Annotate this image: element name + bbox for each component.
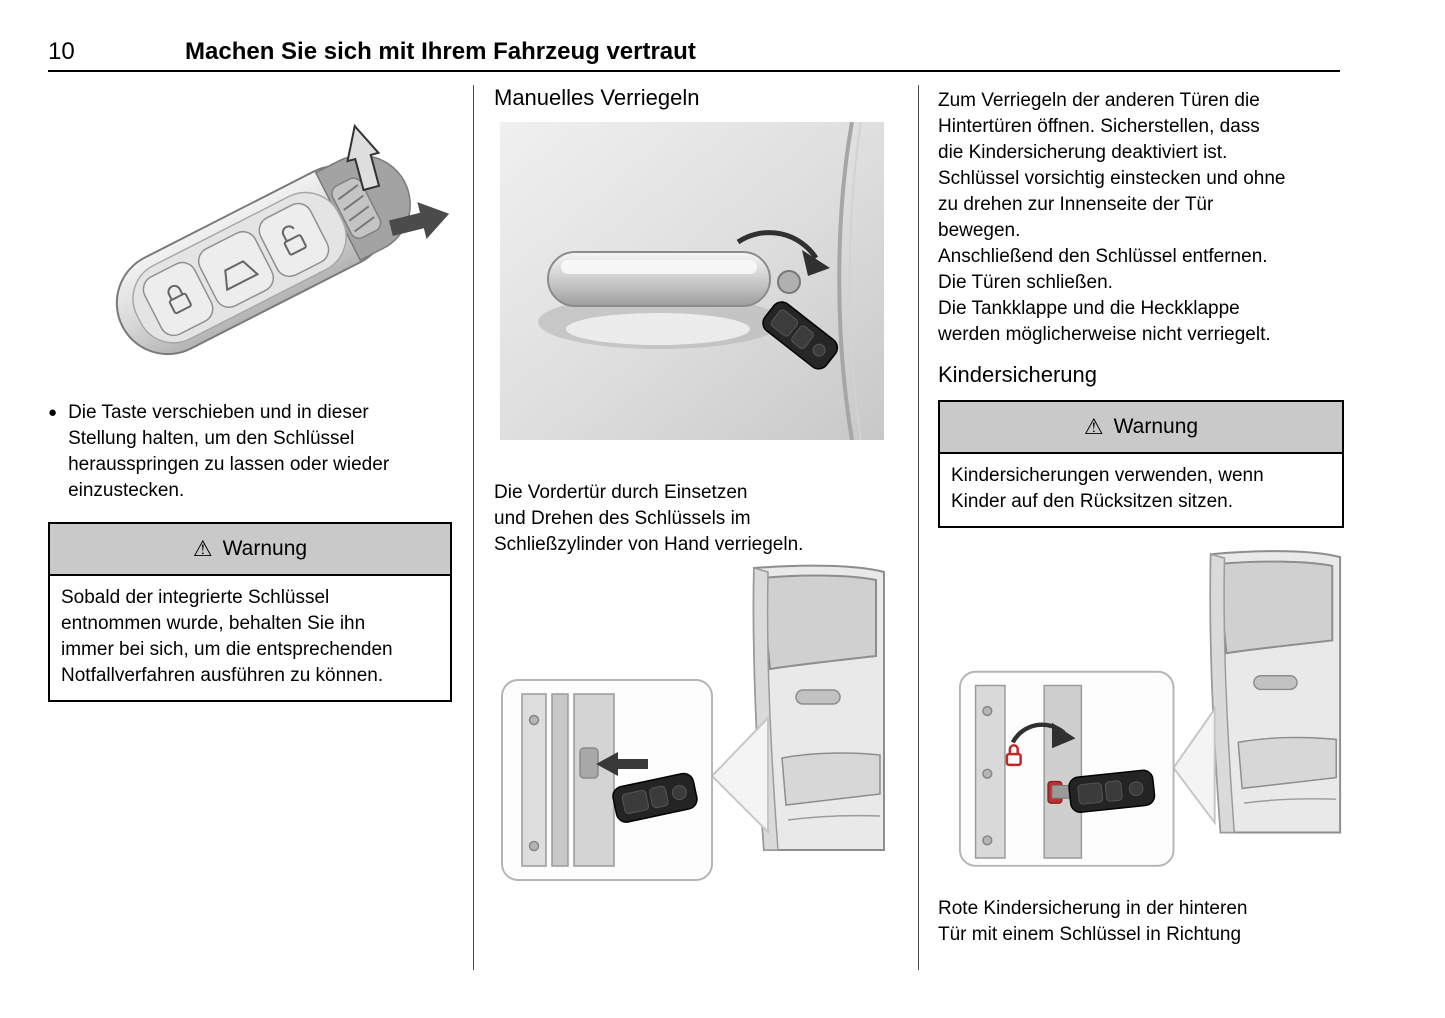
door-shut-line-2 xyxy=(848,122,862,440)
warning-header: ⚠ Warnung xyxy=(50,524,450,576)
key-fob-figure xyxy=(48,85,452,385)
rear-door-drawing xyxy=(1209,550,1342,834)
paragraph-locking-other-doors: Zum Verriegeln der anderen Türen die Hin… xyxy=(938,90,1286,345)
rear-door-edge-illustration xyxy=(501,564,885,881)
armrest xyxy=(1237,736,1337,790)
page-title: Machen Sie sich mit Ihrem Fahrzeug vertr… xyxy=(185,38,696,65)
warning-icon: ⚠ xyxy=(1083,414,1104,439)
bullet-item: ● Die Taste verschieben und in dieser St… xyxy=(48,400,452,504)
armrest xyxy=(781,752,881,806)
lock-slot xyxy=(579,747,599,779)
key-fob xyxy=(612,772,698,823)
unlock-icon xyxy=(281,225,307,256)
warning-icon: ⚠ xyxy=(192,536,213,561)
warning-box-key: ⚠ Warnung Sobald der integrierte Schlüss… xyxy=(48,522,452,702)
door-edge-detail xyxy=(521,693,615,867)
door-handle-highlight xyxy=(561,260,757,274)
right-arrow-icon xyxy=(388,202,450,239)
warning-text: Sobald der integrierte Schlüssel entnomm… xyxy=(61,587,393,686)
column-divider-right xyxy=(918,85,919,970)
caption-child-lock: Rote Kindersicherung in der hinteren Tür… xyxy=(938,898,1248,945)
warning-text: Kindersicherungen verwenden, wenn Kinder… xyxy=(951,465,1264,512)
turn-arrow-icon xyxy=(1010,722,1076,749)
handle-recess-highlight xyxy=(566,313,750,345)
trunk-icon xyxy=(224,260,260,292)
warning-title: Warnung xyxy=(222,537,308,560)
bullet-text: Die Taste verschieben und in dieser Stel… xyxy=(68,402,390,501)
slide-button xyxy=(331,177,382,239)
door-edge-detail xyxy=(974,684,1083,859)
column-divider-left xyxy=(473,85,474,970)
warning-box-child-lock: ⚠ Warnung Kindersicherungen verwenden, w… xyxy=(938,400,1344,528)
lock-icon xyxy=(167,284,192,315)
rear-door-drawing xyxy=(752,564,885,851)
inner-door-handle xyxy=(1253,674,1298,691)
key-body xyxy=(115,154,411,356)
inner-door-handle xyxy=(795,689,841,705)
paragraph-front-door: Die Vordertür durch Einsetzen und Drehen… xyxy=(494,482,804,555)
door-handle-illustration xyxy=(500,122,884,440)
door-shut-line xyxy=(837,122,854,440)
door-edge-key-figure xyxy=(496,562,888,892)
column-left: ● Die Taste verschieben und in dieser St… xyxy=(48,85,452,970)
child-lock-figure xyxy=(954,543,1346,878)
key-fob xyxy=(1068,769,1156,813)
bullet-icon: ● xyxy=(48,404,58,421)
callout-triangle xyxy=(1172,705,1216,826)
header-rule xyxy=(48,70,1340,72)
child-lock-illustration xyxy=(958,550,1342,867)
section-heading-child-lock: Kindersicherung xyxy=(938,362,1097,387)
page-number: 10 xyxy=(48,38,75,65)
left-arrow-icon xyxy=(596,752,648,776)
column-right: Zum Verriegeln der anderen Türen die Hin… xyxy=(938,85,1358,970)
column-middle: Manuelles Verriegeln xyxy=(494,85,886,970)
turn-arrow-icon xyxy=(736,230,830,276)
section-heading-manual-locking: Manuelles Verriegeln xyxy=(494,85,700,110)
door-handle-figure xyxy=(500,122,884,440)
warning-title: Warnung xyxy=(1113,415,1199,438)
key-fob xyxy=(762,301,839,370)
lock-cylinder xyxy=(777,270,801,294)
up-arrow-icon xyxy=(346,123,381,192)
key-fob-illustration xyxy=(115,123,450,356)
warning-header: ⚠ Warnung xyxy=(940,402,1342,454)
callout-triangle xyxy=(710,715,769,835)
